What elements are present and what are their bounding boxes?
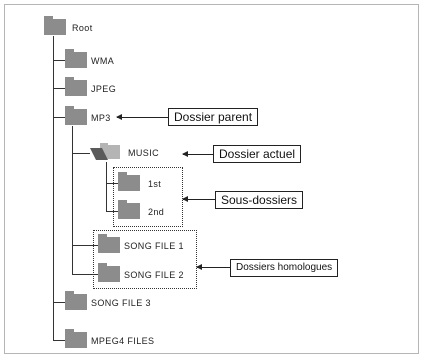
song-file-1-label: SONG FILE 1 xyxy=(124,241,184,251)
callout-parent-folder: Dossier parent xyxy=(168,108,259,126)
callout-subfolders: Sous-dossiers xyxy=(215,191,304,209)
branch-1st xyxy=(106,183,118,184)
wma-label: WMA xyxy=(91,56,115,66)
wma-folder-icon xyxy=(65,49,87,68)
mpeg4-files-icon xyxy=(65,329,87,348)
song-file-3-label: SONG FILE 3 xyxy=(91,298,151,308)
diagram-frame xyxy=(4,4,419,354)
mp3-folder-icon xyxy=(65,106,87,125)
song-file-2-icon xyxy=(98,263,120,282)
branch-2nd xyxy=(106,211,118,212)
music-trunk-line xyxy=(106,162,107,212)
subfolder-2nd-icon xyxy=(118,200,140,219)
song-file-3-icon xyxy=(65,291,87,310)
arrow-to-mp3 xyxy=(116,114,168,120)
mp3-label: MP3 xyxy=(91,113,111,123)
song-file-2-label: SONG FILE 2 xyxy=(124,270,184,280)
root-label: Root xyxy=(72,23,93,33)
branch-song1 xyxy=(72,245,98,246)
jpeg-label: JPEG xyxy=(91,84,117,94)
root-folder-icon xyxy=(44,16,66,35)
mp3-trunk-line xyxy=(72,126,73,275)
branch-mp3 xyxy=(53,117,65,118)
subfolders-group-box xyxy=(113,167,183,227)
callout-current-folder: Dossier actuel xyxy=(213,145,302,163)
sibling-folders-group-box xyxy=(93,230,197,289)
branch-song3 xyxy=(53,302,65,303)
subfolder-2nd-label: 2nd xyxy=(148,207,165,217)
branch-wma xyxy=(53,60,65,61)
subfolder-1st-label: 1st xyxy=(148,179,162,189)
callout-sibling-folders: Dossiers homologues xyxy=(230,259,339,277)
jpeg-folder-icon xyxy=(65,77,87,96)
root-trunk-line xyxy=(53,36,54,341)
open-folder-icon xyxy=(90,143,120,160)
branch-song2 xyxy=(72,274,98,275)
branch-mpeg4 xyxy=(53,340,65,341)
arrow-to-subfolders xyxy=(182,196,215,202)
arrow-to-music xyxy=(182,151,213,157)
arrow-to-siblings xyxy=(196,264,230,270)
music-label: MUSIC xyxy=(128,148,159,158)
branch-music xyxy=(72,153,90,154)
branch-jpeg xyxy=(53,88,65,89)
song-file-1-icon xyxy=(98,234,120,253)
subfolder-1st-icon xyxy=(118,172,140,191)
mpeg4-files-label: MPEG4 FILES xyxy=(91,336,155,346)
